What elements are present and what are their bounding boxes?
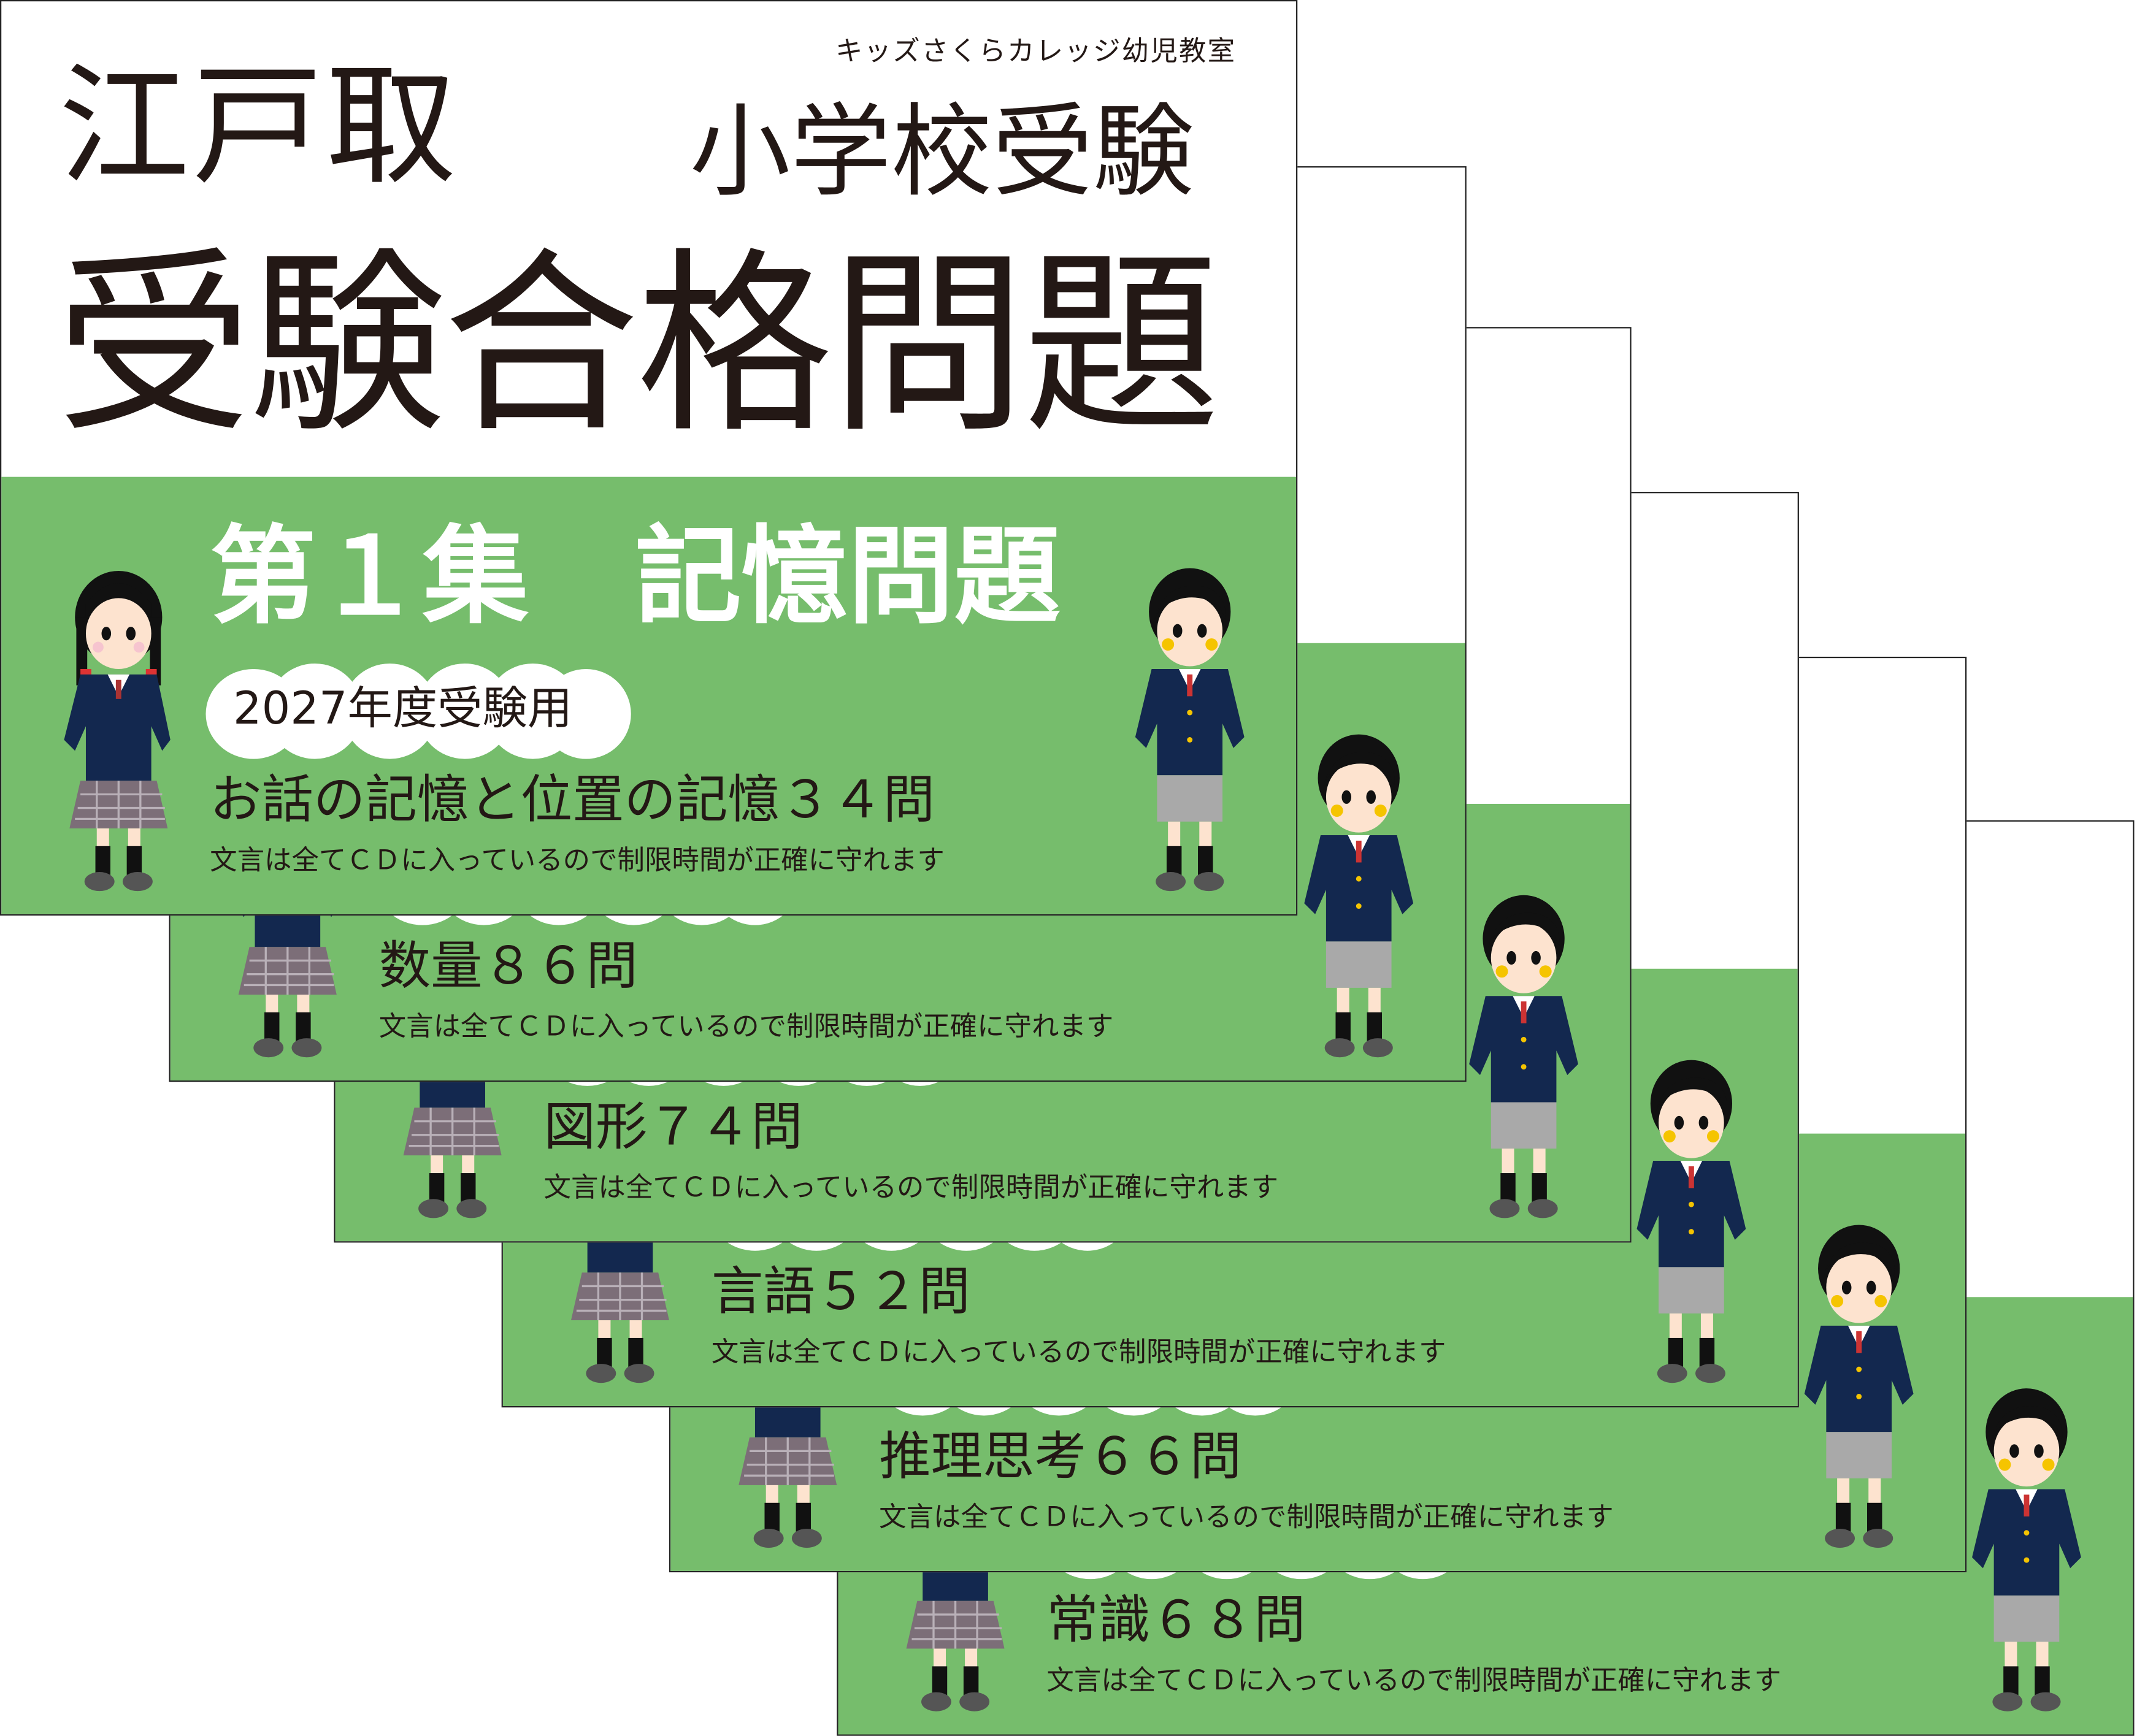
volume-title: 第１集 記憶問題	[210, 516, 1061, 640]
cd-note: 文言は全てＣＤに入っているので制限時間が正確に守れます	[879, 1500, 1614, 1533]
subject-line: 推理思考６６問	[879, 1426, 1242, 1487]
book-cover-1: キッズさくらカレッジ幼児教室 江戸取 小学校受験 受験合格問題 第１集 記憶問題…	[0, 0, 1298, 916]
subject-line: お話の記憶と位置の記憶３４問	[210, 770, 935, 830]
boy-illustration	[1469, 895, 1578, 1218]
main-title: 受験合格問題	[56, 230, 1220, 459]
subject-line: 言語５２問	[711, 1261, 971, 1322]
cd-note: 文言は全てＣＤに入っているので制限時間が正確に守れます	[210, 843, 945, 876]
boy-illustration	[1972, 1388, 2081, 1711]
exam-kind: 小学校受験	[689, 94, 1194, 212]
subject-line: 常識６８問	[1046, 1589, 1306, 1650]
school-name: キッズさくらカレッジ幼児教室	[835, 34, 1237, 67]
subject-line: 図形７４問	[543, 1096, 803, 1157]
boy-illustration	[1304, 734, 1414, 1058]
boy-illustration	[1135, 568, 1245, 892]
year-badge-text: 2027年度受験用	[232, 681, 573, 735]
cd-note: 文言は全てＣＤに入っているので制限時間が正確に守れます	[543, 1170, 1279, 1203]
subject-line: 数量８６問	[378, 936, 638, 996]
city-title: 江戸取	[58, 50, 459, 204]
girl-illustration	[64, 570, 171, 892]
boy-illustration	[1804, 1225, 1914, 1548]
cd-note: 文言は全てＣＤに入っているので制限時間が正確に守れます	[1046, 1663, 1782, 1697]
cd-note: 文言は全てＣＤに入っているので制限時間が正確に守れます	[711, 1335, 1446, 1368]
cd-note: 文言は全てＣＤに入っているので制限時間が正確に守れます	[378, 1009, 1114, 1042]
boy-illustration	[1636, 1060, 1746, 1383]
year-badge: 2027年度受験用	[205, 663, 631, 762]
